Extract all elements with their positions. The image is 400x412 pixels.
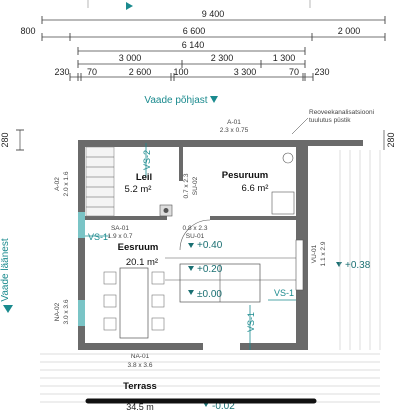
opening-a02-size: 2.0 x 1.6 bbox=[63, 171, 70, 196]
level-marker-1: +0.40 bbox=[188, 240, 223, 251]
room-eesruum-name: Eesruum bbox=[118, 242, 159, 253]
terrace-deck bbox=[40, 150, 381, 403]
view-west-label: Vaade läänest bbox=[0, 238, 11, 301]
stove-icon bbox=[163, 208, 169, 213]
view-west-arrow-icon bbox=[3, 305, 13, 313]
wall-interior-h2 bbox=[210, 216, 296, 220]
dim-6600: 6 600 bbox=[183, 26, 206, 36]
wall-right-lower bbox=[296, 290, 303, 350]
dim-row-total: 9 400 bbox=[41, 9, 386, 24]
dim-2000: 2 000 bbox=[338, 26, 361, 36]
dining-table bbox=[103, 267, 165, 339]
sauna-bench bbox=[85, 146, 115, 217]
opening-su02-size: 0.7 x 2.3 bbox=[183, 173, 190, 198]
dim-70-right: 70 bbox=[289, 67, 299, 77]
room-leil-area: 5.2 m² bbox=[125, 184, 152, 195]
door-swing-su01 bbox=[179, 219, 211, 251]
shower-icon bbox=[282, 152, 294, 164]
opening-na01-code: NA-01 bbox=[131, 353, 150, 360]
dim-100: 100 bbox=[173, 67, 188, 77]
dim-row-5: 230 70 2 600 100 3 300 70 230 bbox=[54, 67, 330, 81]
opening-su01-code: SU-01 bbox=[186, 233, 205, 240]
opening-vu01-size: 1.1 x 2.9 bbox=[320, 241, 327, 266]
section-vs1-bottom: VS-1 bbox=[246, 312, 256, 332]
opening-su02-code: SU-02 bbox=[192, 176, 199, 195]
room-terrass-name: Terrass bbox=[123, 381, 157, 392]
wall-top bbox=[78, 140, 303, 147]
view-north-arrow-icon bbox=[210, 96, 218, 103]
ventilation-note-line1: Reoveekanalisatsiooni bbox=[309, 109, 374, 116]
wall-interior-v bbox=[179, 147, 183, 181]
opening-sa01-code: SA-01 bbox=[111, 225, 129, 232]
svg-text:+0.20: +0.20 bbox=[197, 264, 223, 275]
wall-bottom-left bbox=[78, 343, 203, 350]
dim-row-4: 3 000 2 300 1 300 bbox=[77, 53, 306, 68]
svg-text:+0.38: +0.38 bbox=[345, 260, 371, 271]
level-marker-2: +0.20 bbox=[188, 264, 223, 275]
dim-70-left: 70 bbox=[87, 67, 97, 77]
svg-text:±0.00: ±0.00 bbox=[197, 289, 222, 300]
dim-vert-right: 280 bbox=[386, 132, 396, 147]
level-marker-3: ±0.00 bbox=[188, 289, 222, 300]
dim-row-3: 6 140 bbox=[77, 40, 306, 55]
room-leil-name: Leil bbox=[136, 172, 152, 183]
opening-na01-size: 3.8 x 3.6 bbox=[128, 362, 153, 369]
dim-vert-left: 280 bbox=[0, 132, 10, 147]
dim-1300: 1 300 bbox=[273, 53, 296, 63]
dim-3300: 3 300 bbox=[234, 67, 257, 77]
dim-800: 800 bbox=[20, 26, 35, 36]
level-marker-4: +0.38 bbox=[336, 260, 371, 271]
section-vs1-right: VS-1 bbox=[274, 288, 294, 298]
opening-a01-code: A-01 bbox=[227, 119, 241, 126]
opening-na02-size: 3.0 x 3.6 bbox=[63, 299, 70, 324]
opening-vu01-code: VU-01 bbox=[311, 244, 318, 263]
ventilation-note-line2: tuulutus püstik bbox=[309, 117, 351, 124]
window-a02 bbox=[78, 212, 85, 238]
dim-bottom: 34.5 m bbox=[126, 402, 154, 412]
wall-interior-h1 bbox=[85, 216, 167, 220]
dim-2300: 2 300 bbox=[211, 53, 234, 63]
opening-su01-size: 0.8 x 2.3 bbox=[183, 225, 208, 232]
dim-230-right: 230 bbox=[314, 67, 329, 77]
room-pesuruum-name: Pesuruum bbox=[222, 170, 268, 181]
room-pesuruum-area: 6.6 m² bbox=[242, 183, 269, 194]
opening-sa01-size: 1.9 x 0.7 bbox=[108, 233, 133, 240]
svg-text:-0.02: -0.02 bbox=[212, 401, 235, 412]
dim-3000: 3 000 bbox=[119, 53, 142, 63]
section-vs1-left: VS-1 bbox=[88, 232, 108, 242]
section-vs2: VS-2 bbox=[142, 150, 152, 170]
dim-2600: 2 600 bbox=[129, 67, 152, 77]
room-eesruum-area: 20.1 m² bbox=[126, 257, 158, 268]
wall-bottom-right bbox=[240, 343, 303, 350]
view-arrow-icon bbox=[126, 2, 133, 10]
opening-a02-code: A-02 bbox=[54, 177, 61, 191]
opening-na02-code: NA-02 bbox=[54, 302, 61, 321]
window-na02 bbox=[78, 300, 85, 326]
dim-total: 9 400 bbox=[202, 9, 225, 19]
wall-left bbox=[78, 140, 85, 350]
dim-row-2: 800 6 600 2 000 bbox=[20, 26, 386, 41]
wall-terrace-top bbox=[303, 140, 363, 146]
opening-a01-size: 2.3 x 0.75 bbox=[220, 127, 249, 134]
washbasin bbox=[271, 191, 295, 215]
dim-6140: 6 140 bbox=[182, 40, 205, 50]
view-north-label: Vaade põhjast bbox=[144, 95, 207, 106]
dim-230-left: 230 bbox=[54, 67, 69, 77]
wall-terrace-side bbox=[303, 140, 308, 350]
door-vu01 bbox=[295, 239, 304, 291]
svg-text:+0.40: +0.40 bbox=[197, 240, 223, 251]
wall-right-upper bbox=[296, 140, 303, 240]
